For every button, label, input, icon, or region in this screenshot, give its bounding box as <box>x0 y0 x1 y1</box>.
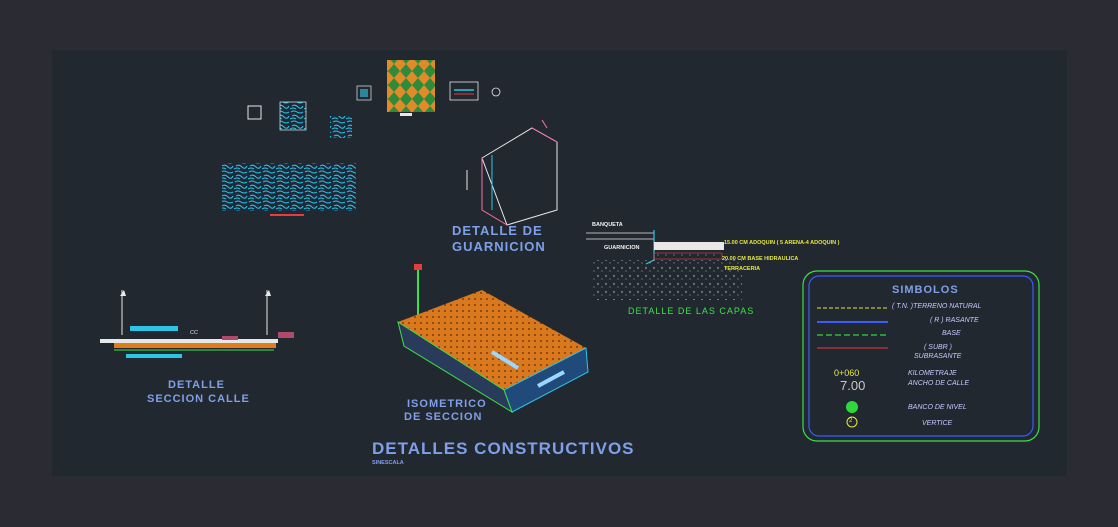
symbol-label-ancho: ANCHO DE CALLE <box>908 380 970 387</box>
symbol-label-banco: BANCO DE NIVEL <box>908 404 967 411</box>
vertice-marker-icon: 2 <box>849 418 853 424</box>
capas-title: DETALLE DE LAS CAPAS <box>628 306 755 316</box>
stone-pavement-detail <box>222 163 356 216</box>
symbol-label-rasante: ( R ) RASANTE <box>930 317 979 324</box>
model-space: DETALLE DE GUARNICION DETALLE DE LAS CAP… <box>52 50 1067 476</box>
symbol-label-terreno: ( T.N. )TERRENO NATURAL <box>892 303 982 310</box>
small-detail-stone-2 <box>330 116 352 138</box>
capas-detail-drawing <box>586 230 742 300</box>
symbols-frame <box>802 270 1040 442</box>
guarnicion-detail-drawing <box>466 119 558 226</box>
symbols-title: SIMBOLOS <box>892 284 959 296</box>
scale-label: SINESCALA <box>372 460 404 466</box>
small-detail-square <box>247 105 262 120</box>
isometrico-drawing <box>397 264 589 414</box>
guarnicion-title-line2: GUARNICION <box>452 239 546 254</box>
main-title: DETALLES CONSTRUCTIVOS <box>372 439 635 458</box>
seccion-title-line1: DETALLE <box>168 379 225 391</box>
symbol-label-subrasante: SUBRASANTE <box>914 353 962 360</box>
seccion-axis-label: CC <box>190 330 198 336</box>
symbol-label-subr: ( SUBR ) <box>924 344 952 351</box>
isometrico-title-line2: DE SECCION <box>404 411 483 423</box>
seccion-title-line2: SECCION CALLE <box>147 393 250 405</box>
symbol-km-value: 0+060 <box>834 368 860 378</box>
seccion-calle-drawing <box>100 290 294 358</box>
symbol-label-kilometraje: KILOMETRAJE <box>908 370 957 377</box>
guarnicion-title-line1: DETALLE DE <box>452 223 543 238</box>
capas-label-layer1: 15.00 CM ADOQUIN ( 5 ARENA-4 ADOQUIN ) <box>724 240 840 246</box>
capas-label-banqueta: BANQUETA <box>592 222 623 228</box>
drawing-canvas <box>100 60 1040 442</box>
symbol-label-base: BASE <box>942 330 961 337</box>
small-detail-diamond-paver <box>387 60 435 116</box>
small-detail-curb-box <box>449 81 501 101</box>
capas-label-layer2: 20.00 CM BASE HIDRAULICA <box>722 256 799 262</box>
symbol-ancho-value: 7.00 <box>840 378 866 393</box>
capas-label-layer3: TERRACERIA <box>724 266 761 272</box>
capas-label-guarnicion: GUARNICION <box>604 245 640 251</box>
small-detail-block <box>356 85 372 101</box>
isometrico-title-line1: ISOMETRICO <box>407 398 487 410</box>
symbol-label-vertice: VERTICE <box>922 420 953 427</box>
small-detail-stone-1 <box>279 101 307 131</box>
